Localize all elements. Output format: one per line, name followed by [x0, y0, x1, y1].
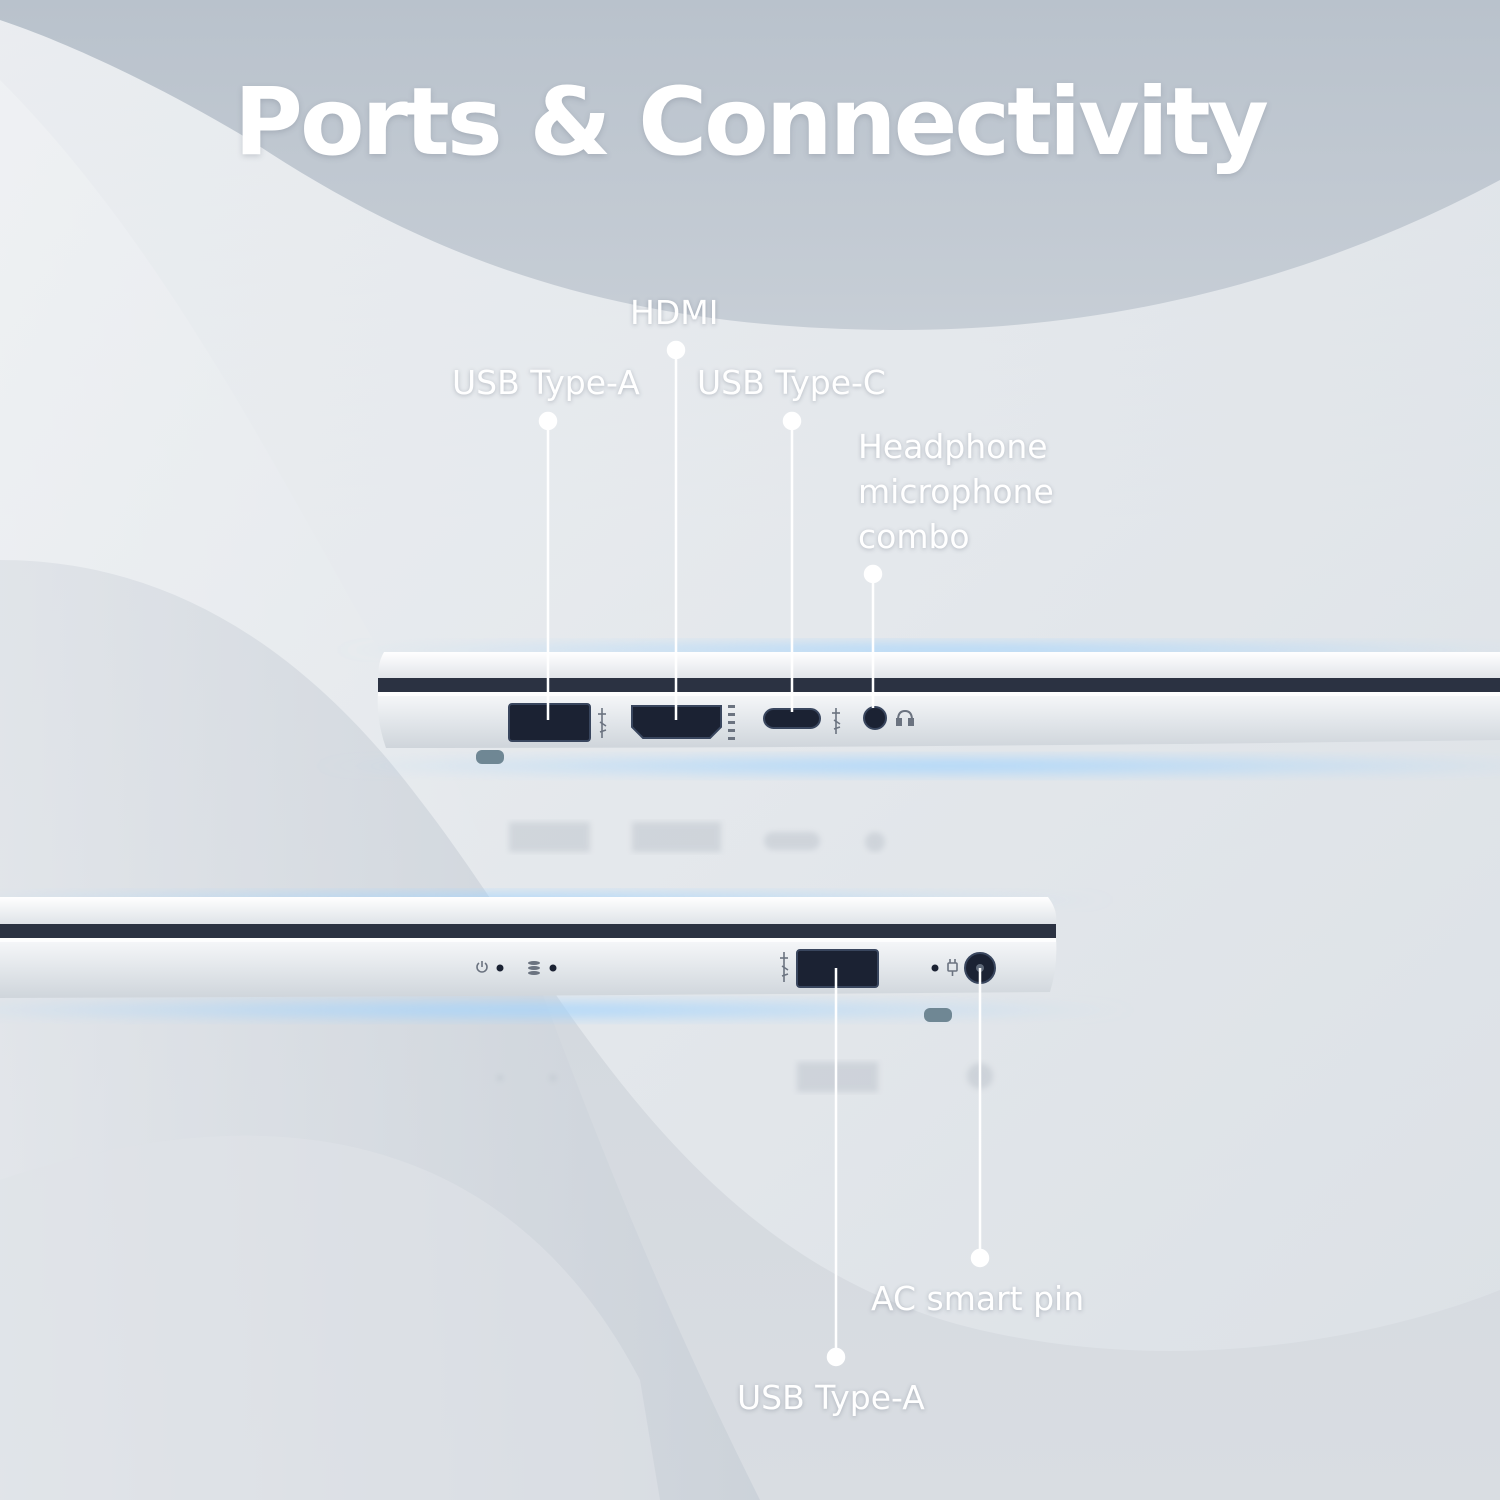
laptop-lid — [378, 652, 1500, 680]
laptop-lid — [0, 897, 1057, 924]
edge-glow — [310, 754, 1500, 778]
rubber-foot — [476, 750, 504, 764]
superspeed-usb-icon — [598, 708, 607, 738]
superspeed-usb-icon — [832, 708, 841, 734]
laptop-left-side — [310, 640, 1500, 778]
reflection-top — [509, 822, 885, 852]
headset-icon — [896, 709, 914, 726]
hdmi-port — [631, 705, 722, 739]
rubber-foot — [924, 1008, 952, 1022]
page-title: Ports & Connectivity — [234, 68, 1269, 177]
callout-dot — [538, 411, 558, 431]
label-usb-type-a-bottom: USB Type-A — [737, 1378, 925, 1417]
callout-dot — [666, 340, 686, 360]
label-usb-type-c: USB Type-C — [697, 363, 886, 402]
label-audio-combo: Headphone microphone combo — [858, 424, 1054, 559]
audio-jack — [863, 706, 887, 730]
callout-dot — [863, 564, 883, 584]
laptop-right-side — [0, 890, 1140, 1022]
callout-dot — [970, 1248, 990, 1268]
storage-activity-icon — [528, 961, 540, 975]
power-icon — [476, 961, 488, 973]
storage-led — [549, 964, 557, 972]
label-audio-line-2: microphone — [858, 472, 1054, 511]
label-usb-type-a-top: USB Type-A — [452, 363, 640, 402]
callout-dot — [826, 1347, 846, 1367]
laptop-hinge-line — [378, 678, 1500, 692]
label-hdmi: HDMI — [630, 293, 719, 332]
label-ac-smart-pin: AC smart pin — [871, 1279, 1085, 1318]
usb-a-port — [508, 703, 591, 742]
edge-glow — [0, 998, 1140, 1022]
label-audio-line-3: combo — [858, 517, 970, 556]
usb-a-port — [796, 949, 879, 988]
superspeed-usb-icon — [780, 952, 789, 982]
power-led — [496, 964, 504, 972]
background-wave-lower — [0, 1135, 660, 1500]
laptop-hinge-line — [0, 924, 1056, 938]
plug-icon — [947, 959, 958, 976]
hdmi-icon — [728, 705, 735, 740]
callout-lines — [538, 340, 990, 1367]
callout-dot — [782, 411, 802, 431]
label-audio-line-1: Headphone — [858, 427, 1048, 466]
charge-led — [931, 964, 939, 972]
